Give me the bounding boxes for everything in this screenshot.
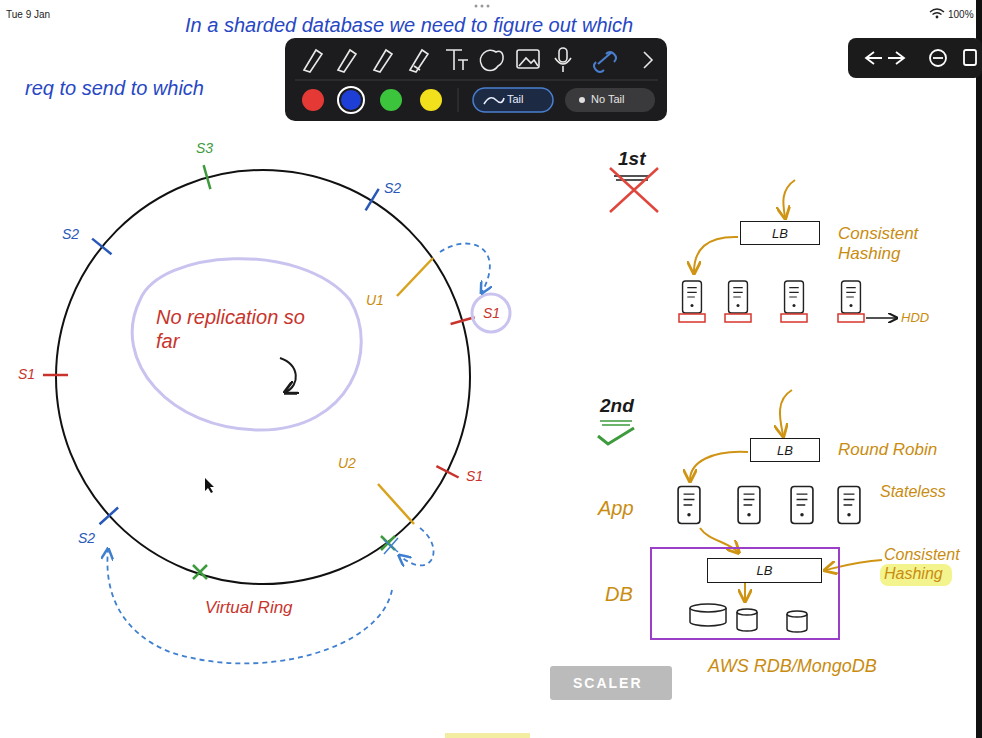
server-label: S2	[78, 530, 95, 547]
note-text: Virtual Ring	[205, 598, 293, 618]
note-text: AWS RDB/MongoDB	[708, 656, 877, 678]
server-label: S2	[384, 180, 401, 197]
top-right-toolbar	[848, 38, 982, 78]
load-balancer-box: LB	[707, 558, 822, 583]
hash-ring	[43, 165, 510, 663]
note-text: Consistent Hashing	[838, 224, 948, 265]
server-label: S1	[466, 468, 483, 485]
note-text: No replication so far	[156, 305, 316, 353]
server-label: S2	[62, 226, 79, 243]
watermark: SCALER	[573, 675, 643, 692]
user-label: U2	[338, 455, 356, 472]
note-text: Consistent Hashing	[884, 545, 976, 583]
layer-label: App	[598, 496, 634, 520]
status-text: 100%	[948, 9, 974, 21]
storage-label: HDD	[901, 310, 929, 326]
toolbar-label: Tail	[507, 93, 524, 106]
note-text: Stateless	[880, 482, 946, 501]
toolbar-label: No Tail	[591, 93, 624, 106]
option-number: 2nd	[600, 395, 634, 418]
database-group: DBLB	[650, 547, 840, 640]
pen-toolbar	[285, 38, 667, 121]
group-heading: DB	[605, 583, 633, 606]
option-number: 1st	[618, 148, 645, 171]
heading-text: In a sharded database we need to figure …	[185, 13, 633, 37]
note-text: Round Robin	[838, 440, 937, 460]
server-label: S1	[18, 366, 35, 383]
screen-edge	[976, 0, 982, 738]
watermark-box	[550, 666, 672, 700]
status-text: Tue 9 Jan	[6, 9, 50, 21]
user-label: U1	[366, 292, 384, 309]
server-label: S1	[483, 305, 500, 322]
load-balancer-box: LB	[750, 438, 820, 462]
box-label: LB	[757, 563, 773, 578]
box-label: LB	[777, 443, 793, 458]
server-label: S3	[196, 140, 213, 157]
load-balancer-box: LB	[740, 221, 820, 245]
heading-text: req to send to which	[25, 76, 204, 100]
highlight-strip	[445, 733, 530, 738]
box-label: LB	[772, 226, 788, 241]
